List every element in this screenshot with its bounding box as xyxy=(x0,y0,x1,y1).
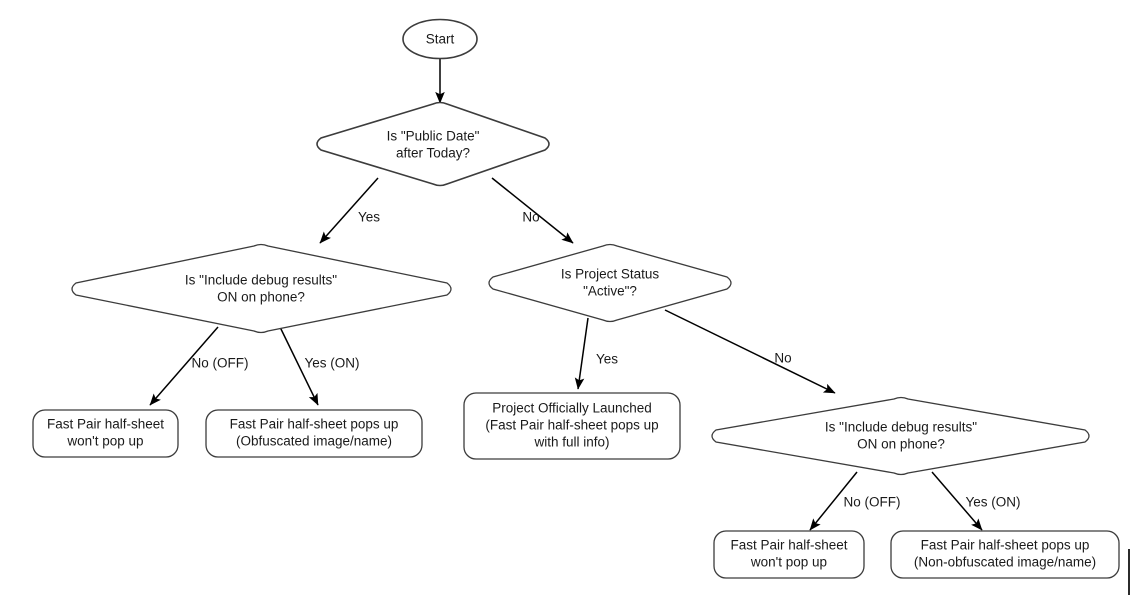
edge-debug-left-on xyxy=(279,326,319,406)
start-ellipse xyxy=(402,18,478,60)
node-terminal-left-on[interactable]: Fast Pair half-sheet pops up (Obfuscated… xyxy=(205,409,423,458)
edge-label-debug-right-off: No (OFF) xyxy=(844,495,901,510)
edge-labels-group: Yes No No (OFF) Yes (ON) Yes No No (OFF)… xyxy=(192,210,1021,510)
edge-debug-right-off xyxy=(809,471,858,531)
edge-public-date-no xyxy=(491,177,574,244)
edges-group xyxy=(149,59,983,531)
debug-right-line2: ON on phone? xyxy=(857,437,945,452)
edge-project-status-yes xyxy=(574,317,589,390)
left-on-line1: Fast Pair half-sheet pops up xyxy=(230,417,399,432)
node-terminal-launched[interactable]: Project Officially Launched (Fast Pair h… xyxy=(463,392,681,460)
edge-label-debug-left-on: Yes (ON) xyxy=(304,356,359,371)
start-label: Start xyxy=(426,32,455,47)
node-decision-public-date[interactable]: Is "Public Date" after Today? xyxy=(316,101,550,187)
left-on-box xyxy=(205,409,423,458)
edge-debug-right-on xyxy=(931,471,983,531)
debug-left-diamond xyxy=(71,243,452,334)
edge-label-public-date-yes: Yes xyxy=(358,210,380,225)
launched-line1: Project Officially Launched xyxy=(492,401,652,416)
node-terminal-right-off[interactable]: Fast Pair half-sheet won't pop up xyxy=(713,530,865,579)
left-off-line1: Fast Pair half-sheet xyxy=(47,417,164,432)
right-off-box xyxy=(713,530,865,579)
left-on-line2: (Obfuscated image/name) xyxy=(236,434,392,449)
edge-label-public-date-no: No xyxy=(522,210,539,225)
edge-debug-left-off xyxy=(149,326,219,406)
edge-label-project-status-no: No xyxy=(774,351,791,366)
edge-label-debug-right-on: Yes (ON) xyxy=(965,495,1020,510)
launched-line3: with full info) xyxy=(533,435,609,450)
right-on-box xyxy=(890,530,1120,579)
debug-right-line1: Is "Include debug results" xyxy=(825,420,977,435)
edge-project-status-no xyxy=(664,309,836,394)
left-off-line2: won't pop up xyxy=(66,434,143,449)
node-decision-debug-left[interactable]: Is "Include debug results" ON on phone? xyxy=(71,243,452,334)
public-date-line2: after Today? xyxy=(396,146,470,161)
launched-box xyxy=(463,392,681,460)
node-terminal-right-on[interactable]: Fast Pair half-sheet pops up (Non-obfusc… xyxy=(890,530,1120,579)
debug-left-line2: ON on phone? xyxy=(217,290,305,305)
right-on-line1: Fast Pair half-sheet pops up xyxy=(921,538,1090,553)
node-terminal-left-off[interactable]: Fast Pair half-sheet won't pop up xyxy=(32,409,179,458)
node-start[interactable]: Start xyxy=(402,18,478,60)
debug-left-line1: Is "Include debug results" xyxy=(185,273,337,288)
right-on-line2: (Non-obfuscated image/name) xyxy=(914,555,1096,570)
public-date-diamond xyxy=(316,101,550,187)
edge-public-date-yes xyxy=(319,177,379,244)
node-decision-project-status[interactable]: Is Project Status "Active"? xyxy=(488,243,732,323)
edge-label-debug-left-off: No (OFF) xyxy=(192,356,249,371)
left-off-box xyxy=(32,409,179,458)
edge-label-project-status-yes: Yes xyxy=(596,352,618,367)
debug-right-diamond xyxy=(711,396,1090,476)
right-edge-artifact xyxy=(1128,549,1130,595)
project-status-line2: "Active"? xyxy=(583,284,637,299)
launched-line2: (Fast Pair half-sheet pops up xyxy=(485,418,658,433)
project-status-line1: Is Project Status xyxy=(561,267,660,282)
right-off-line1: Fast Pair half-sheet xyxy=(730,538,847,553)
right-off-line2: won't pop up xyxy=(750,555,827,570)
node-decision-debug-right[interactable]: Is "Include debug results" ON on phone? xyxy=(711,396,1090,476)
public-date-line1: Is "Public Date" xyxy=(387,129,480,144)
project-status-diamond xyxy=(488,243,732,323)
